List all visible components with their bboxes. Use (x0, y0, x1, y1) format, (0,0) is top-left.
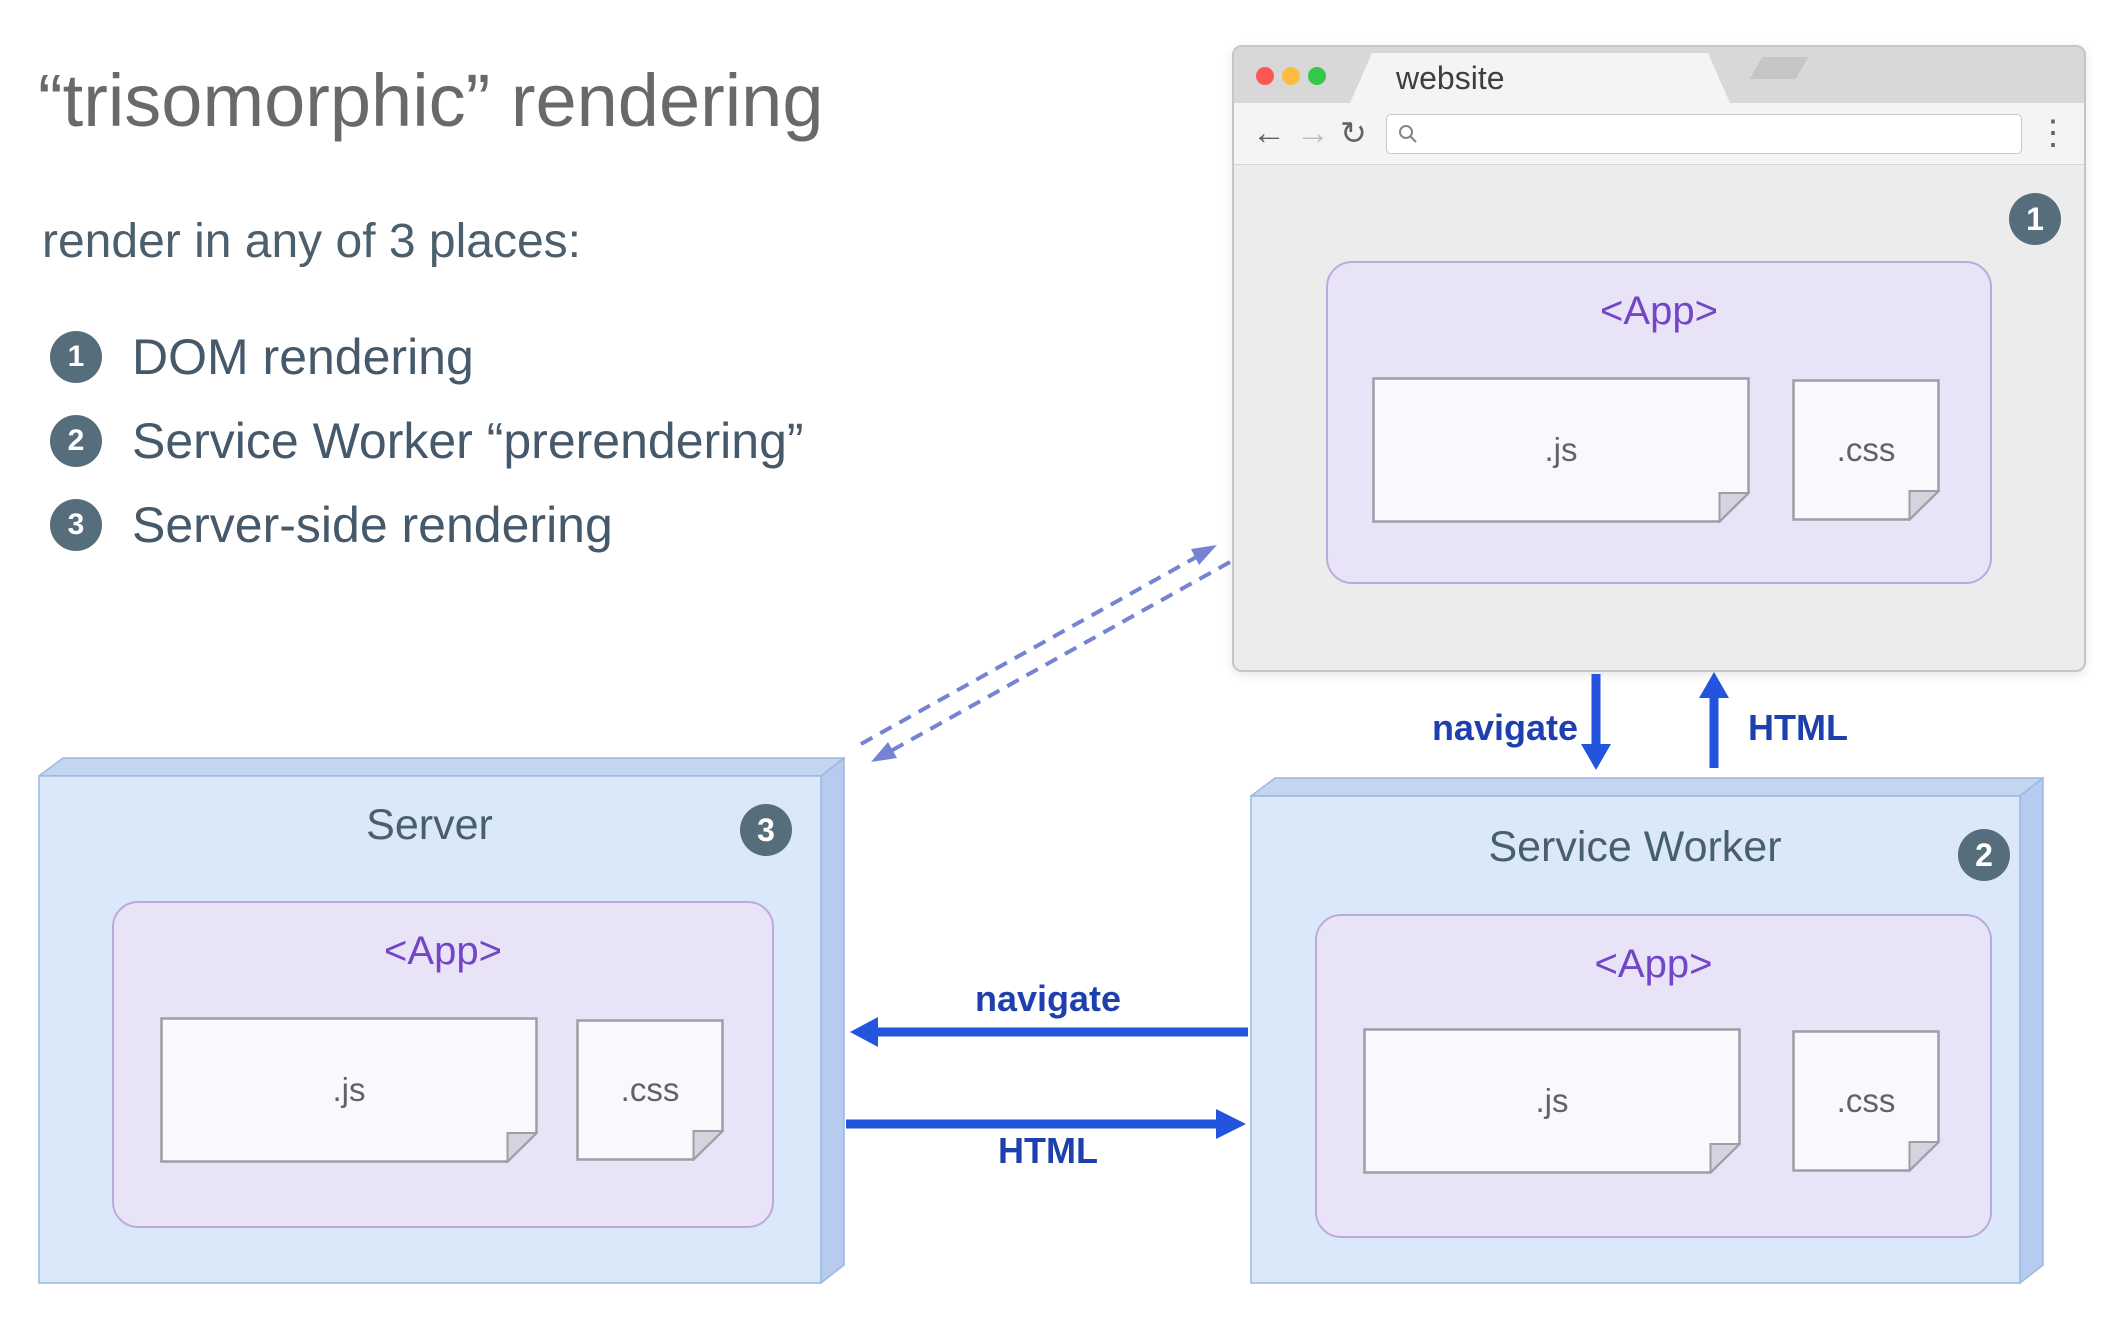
css-file-icon: .css (1792, 1030, 1940, 1172)
list-item-service-worker-prerendering: 2 Service Worker “prerendering” (50, 412, 804, 470)
list-item-label: DOM rendering (132, 329, 474, 385)
js-file-label: .js (1535, 1082, 1569, 1119)
file-page-graphic (160, 1017, 538, 1163)
file-page-graphic (1792, 1030, 1940, 1172)
navigate-left-arrowhead-icon (850, 1017, 878, 1047)
css-file-icon: .css (576, 1019, 724, 1161)
dashed-arrowhead-server-icon (871, 742, 897, 762)
css-file-label: .css (1836, 1082, 1896, 1119)
search-icon (1397, 123, 1419, 150)
app-tag-label: <App> (1600, 289, 1718, 333)
js-file-icon: .js (160, 1017, 538, 1163)
html-up-arrowhead-icon (1699, 672, 1729, 698)
close-button-icon (1256, 67, 1274, 85)
browser-app-box: <App> .js .css (1326, 261, 1992, 584)
address-bar (1386, 114, 2022, 154)
html-label-horizontal: HTML (998, 1130, 1098, 1171)
back-icon: ← (1252, 114, 1286, 152)
page-title: “trisomorphic” rendering (38, 59, 824, 142)
number-badge-3: 3 (50, 499, 102, 551)
server-box: Server 3 <App> .js .css (38, 757, 845, 1284)
browser-tab: website (1350, 53, 1730, 103)
html-label-vertical: HTML (1748, 707, 1848, 748)
server-app-box: <App> .js .css (112, 901, 774, 1228)
maximize-button-icon (1308, 67, 1326, 85)
list-item-label: Service Worker “prerendering” (132, 413, 804, 469)
file-page-graphic (1792, 379, 1940, 521)
js-file-label: .js (1544, 431, 1578, 468)
list-item-dom-rendering: 1 DOM rendering (50, 328, 474, 386)
dashed-arrow-browser-to-server (888, 560, 1231, 754)
server-title: Server (366, 801, 493, 849)
list-item-server-side-rendering: 3 Server-side rendering (50, 496, 613, 554)
file-page-graphic (1363, 1028, 1741, 1174)
file-page-graphic (1372, 377, 1750, 523)
css-file-label: .css (1836, 431, 1896, 468)
step-badge-server: 3 (740, 804, 792, 856)
dashed-arrowhead-browser-icon (1191, 545, 1217, 565)
step-badge-dom: 1 (2009, 193, 2061, 245)
js-file-label: .js (332, 1071, 366, 1108)
service-worker-app-box: <App> .js .css (1315, 914, 1992, 1238)
html-right-arrowhead-icon (1216, 1109, 1246, 1139)
number-badge-2: 2 (50, 415, 102, 467)
browser-tab-strip: website (1234, 47, 2084, 103)
tab-title: website (1396, 60, 1505, 96)
minimize-button-icon (1282, 67, 1300, 85)
list-item-label: Server-side rendering (132, 497, 613, 553)
file-page-graphic (576, 1019, 724, 1161)
reload-icon: ↻ (1340, 115, 1367, 151)
forward-icon: → (1296, 114, 1330, 152)
navigate-label-vertical: navigate (1431, 707, 1578, 748)
css-file-icon: .css (1792, 379, 1940, 521)
dashed-arrow-server-to-browser (860, 553, 1201, 746)
subtitle: render in any of 3 places: (42, 215, 581, 268)
service-worker-box: Service Worker 2 <App> .js .css (1250, 777, 2044, 1284)
js-file-icon: .js (1363, 1028, 1741, 1174)
navigate-down-arrowhead-icon (1581, 744, 1611, 770)
service-worker-title: Service Worker (1488, 823, 1782, 871)
menu-kebab-icon: ⋮ (2036, 114, 2070, 152)
background-tab-shape (1749, 57, 1809, 79)
step-badge-service-worker: 2 (1958, 829, 2010, 881)
browser-toolbar: ← → ↻ ⋮ (1234, 103, 2084, 165)
search-icon-graphic (1399, 125, 1417, 143)
css-file-label: .css (620, 1071, 680, 1108)
app-tag-label: <App> (384, 929, 502, 973)
number-badge-1: 1 (50, 331, 102, 383)
navigate-label-horizontal: navigate (974, 978, 1122, 1019)
browser-window: website ← → ↻ ⋮ 1 <App> (1232, 45, 2086, 672)
app-tag-label: <App> (1594, 942, 1713, 986)
js-file-icon: .js (1372, 377, 1750, 523)
